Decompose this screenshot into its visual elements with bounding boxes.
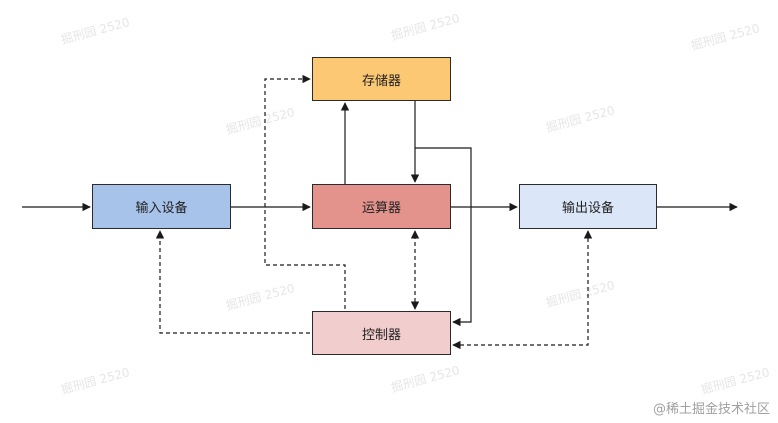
storage-node: 存储器 <box>312 57 451 101</box>
edge-control-to-input <box>155 230 310 334</box>
output-device-node: 输出设备 <box>519 184 657 229</box>
edge-control-to-output <box>452 230 593 350</box>
edge-storage-to-control <box>415 147 472 327</box>
edge-control-to-storage <box>264 74 346 309</box>
alu-node: 运算器 <box>312 184 451 229</box>
input-device-node: 输入设备 <box>92 184 231 229</box>
footer-credit: @稀土掘金技术社区 <box>652 402 770 417</box>
controller-node: 控制器 <box>312 311 451 355</box>
